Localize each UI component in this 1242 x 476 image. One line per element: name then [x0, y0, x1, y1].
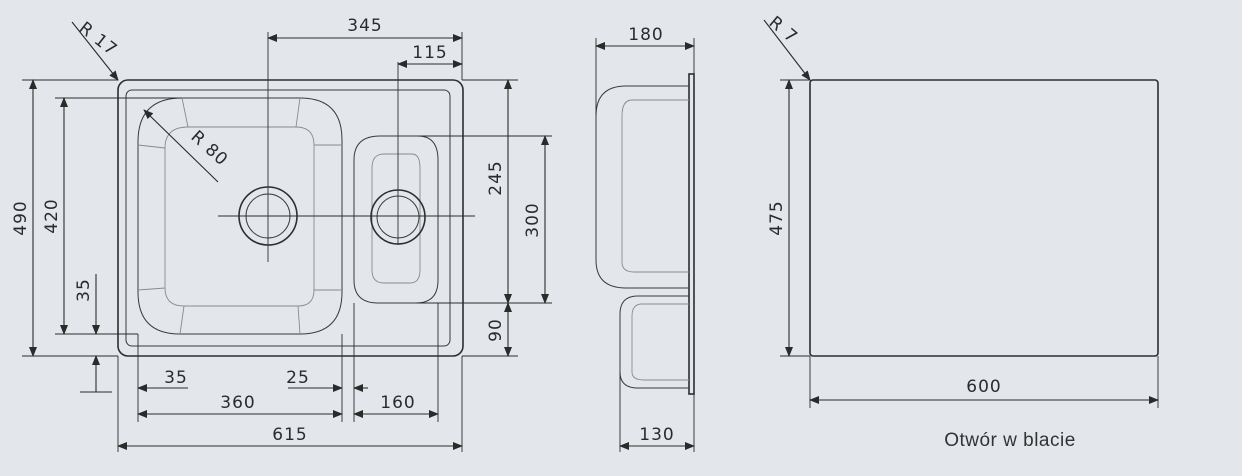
- sink-top-view: [117, 32, 475, 357]
- dim-label-245: 245: [486, 160, 506, 195]
- dim-label-35-vertical: 35: [74, 278, 94, 302]
- cutout-caption: Otwór w blacie: [944, 430, 1076, 451]
- sink-outer-rim: [117, 79, 464, 357]
- right-dimensions: 245 300 90: [416, 79, 552, 357]
- dim-label-35-horizontal: 35: [164, 368, 188, 388]
- side-small-bowl: [619, 295, 689, 389]
- dim-label-600: 600: [966, 377, 1001, 397]
- dim-label-90: 90: [486, 318, 506, 342]
- bottom-dimensions: 35 25 360 160 615: [117, 303, 463, 452]
- dim-label-420: 420: [42, 198, 62, 233]
- dim-label-300: 300: [523, 202, 543, 237]
- dim-label-25: 25: [286, 368, 310, 388]
- dim-label-345: 345: [347, 16, 382, 36]
- dim-label-615: 615: [272, 425, 307, 445]
- sink-inner-rim: [125, 89, 451, 347]
- dim-label-490: 490: [11, 200, 31, 235]
- sink-side-view: 180 130: [595, 25, 695, 452]
- dim-label-115: 115: [412, 43, 447, 63]
- dim-label-160: 160: [380, 393, 415, 413]
- label-r7: R 7: [765, 13, 802, 48]
- left-dimensions: 490 420 35: [11, 79, 182, 393]
- side-main-bowl: [595, 85, 689, 289]
- cutout-view: R 7 475 600 Otwór w blacie: [763, 13, 1159, 451]
- dim-label-180: 180: [628, 25, 663, 45]
- cutout-rectangle: [809, 79, 1159, 357]
- label-r80: R 80: [187, 127, 232, 171]
- top-dimensions: 345 115 R 17 R 80: [71, 16, 463, 183]
- dim-label-360: 360: [220, 393, 255, 413]
- dim-label-130: 130: [639, 425, 674, 445]
- side-rim: [688, 73, 695, 395]
- small-bowl: [353, 135, 439, 304]
- dim-label-475: 475: [767, 200, 787, 235]
